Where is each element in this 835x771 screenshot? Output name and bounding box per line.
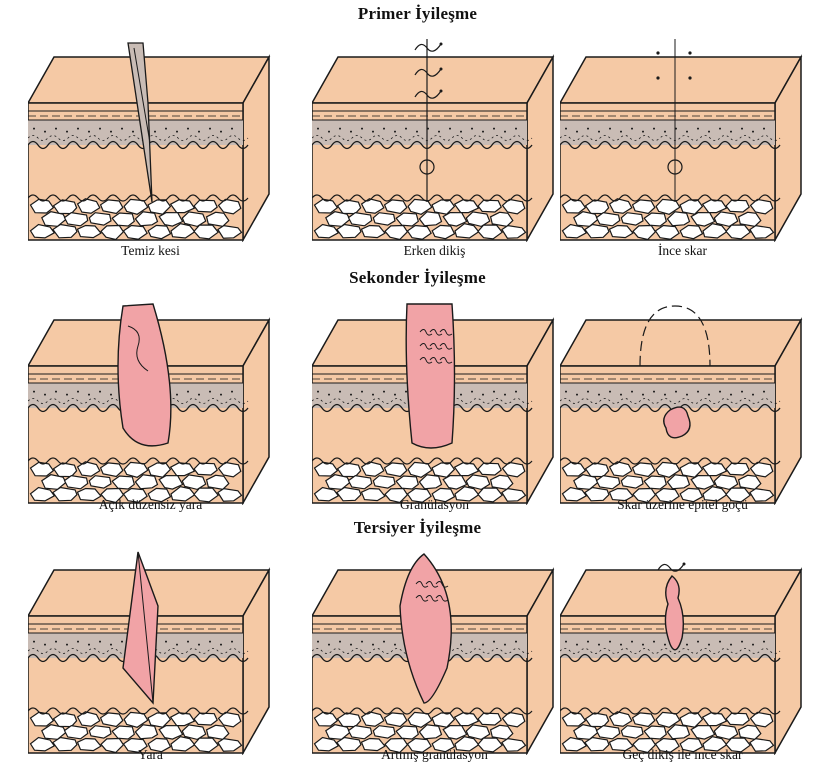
- caption-thin-scar: İnce skar: [560, 243, 805, 259]
- caption-epithelial-migration: Skar üzerine epitel göçü: [560, 497, 805, 513]
- panel-clean-incision: [28, 32, 273, 242]
- panel-early-suture: [312, 32, 557, 242]
- caption-wound: Yara: [28, 747, 273, 763]
- panel-increased-granulation: [312, 545, 557, 755]
- caption-increased-granulation: Artmış granülasyon: [312, 747, 557, 763]
- row-title-tertiary: Tersiyer İyileşme: [0, 518, 835, 538]
- caption-open-irregular-wound: Açık düzensiz yara: [28, 497, 273, 513]
- panel-delayed-suture: [560, 545, 805, 755]
- row-title-primary: Primer İyileşme: [0, 4, 835, 24]
- granulation-tissue: [406, 304, 454, 448]
- caption-early-suture: Erken dikiş: [312, 243, 557, 259]
- panel-thin-scar: [560, 32, 805, 242]
- caption-delayed-suture: Geç dikiş ile ince skar: [560, 747, 805, 763]
- caption-clean-incision: Temiz kesi: [28, 243, 273, 259]
- scar-tissue: [664, 407, 690, 438]
- row-title-secondary: Sekonder İyileşme: [0, 268, 835, 288]
- panel-open-irregular-wound: [28, 295, 273, 505]
- panel-epithelial-migration: [560, 295, 805, 505]
- panel-granulation: [312, 295, 557, 505]
- caption-granulation: Granülasyon: [312, 497, 557, 513]
- panel-wound: [28, 545, 273, 755]
